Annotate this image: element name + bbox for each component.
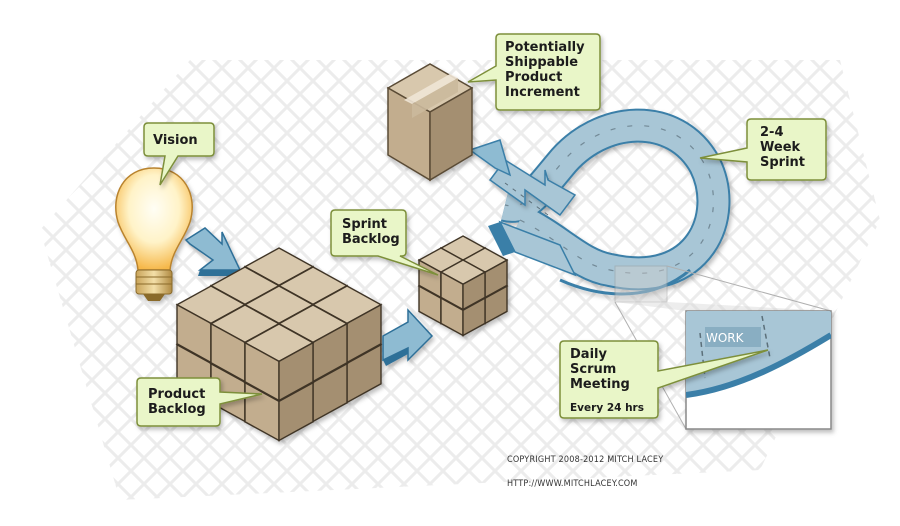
sprint-backlog-cube-cluster xyxy=(417,235,509,337)
sprint-callout-text: 2-4 Week Sprint xyxy=(760,125,805,170)
daily-scrum-frequency: Every 24 hrs xyxy=(570,402,644,414)
product-backlog-callout-text: Product Backlog xyxy=(148,387,210,417)
vision-lightbulb-icon xyxy=(115,167,193,301)
track-lower-segment xyxy=(488,220,577,277)
copyright-line: COPYRIGHT 2008-2012 MITCH LACEY xyxy=(507,455,663,465)
sprint-loop-track xyxy=(500,108,731,296)
copyright-url: HTTP://WWW.MITCHLACEY.COM xyxy=(507,479,638,489)
daily-scrum-callout-text: Daily Scrum Meeting xyxy=(570,347,630,392)
sprint-backlog-callout-text: Sprint Backlog xyxy=(342,217,400,247)
zoom-connector xyxy=(614,265,832,430)
increment-callout-text: Potentially Shippable Product Increment xyxy=(505,40,589,100)
work-label: WORK xyxy=(706,331,745,345)
sprint-to-increment-arrow xyxy=(468,139,577,217)
vision-callout: Vision xyxy=(143,122,215,186)
vision-callout-text: Vision xyxy=(153,133,198,148)
backlog-to-sprint-arrow xyxy=(382,308,434,366)
sprint-callout: 2-4 Week Sprint xyxy=(699,118,827,181)
daily-scrum-callout: Daily Scrum Meeting Every 24 hrs xyxy=(559,340,769,419)
increment-callout: Potentially Shippable Product Increment xyxy=(467,33,601,111)
product-increment-box xyxy=(386,63,474,182)
sprint-backlog-callout: Sprint Backlog xyxy=(330,209,439,276)
product-backlog-callout: Product Backlog xyxy=(136,377,263,427)
